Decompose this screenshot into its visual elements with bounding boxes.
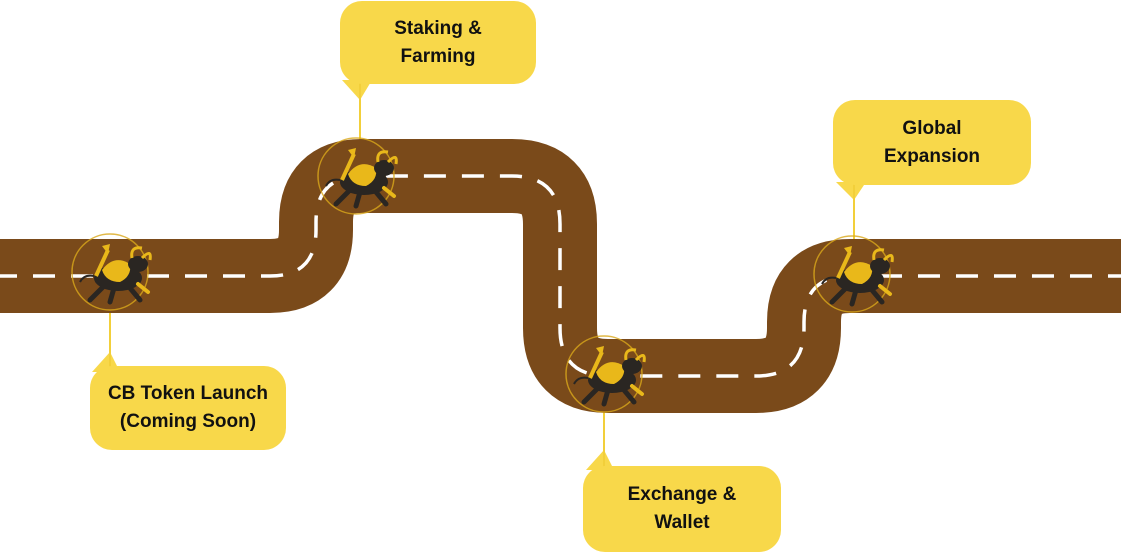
milestone-callout-exchange-wallet: Exchange & Wallet: [583, 466, 781, 552]
milestone-label: Staking & Farming: [394, 17, 482, 67]
callout-tail: [836, 182, 866, 200]
milestone-callout-cb-token-launch: CB Token Launch (Coming Soon): [90, 366, 286, 450]
milestone-label: CB Token Launch (Coming Soon): [107, 383, 269, 432]
milestone-callout-global-expansion: Global Expansion: [833, 100, 1031, 185]
milestone-callout-staking-farming: Staking & Farming: [340, 1, 536, 84]
milestone-label: Global Expansion: [883, 117, 981, 167]
milestone-label: Exchange & Wallet: [627, 484, 737, 533]
road-center-line: [0, 174, 1121, 378]
callout-tail: [586, 450, 614, 470]
callout-tail: [342, 80, 372, 100]
